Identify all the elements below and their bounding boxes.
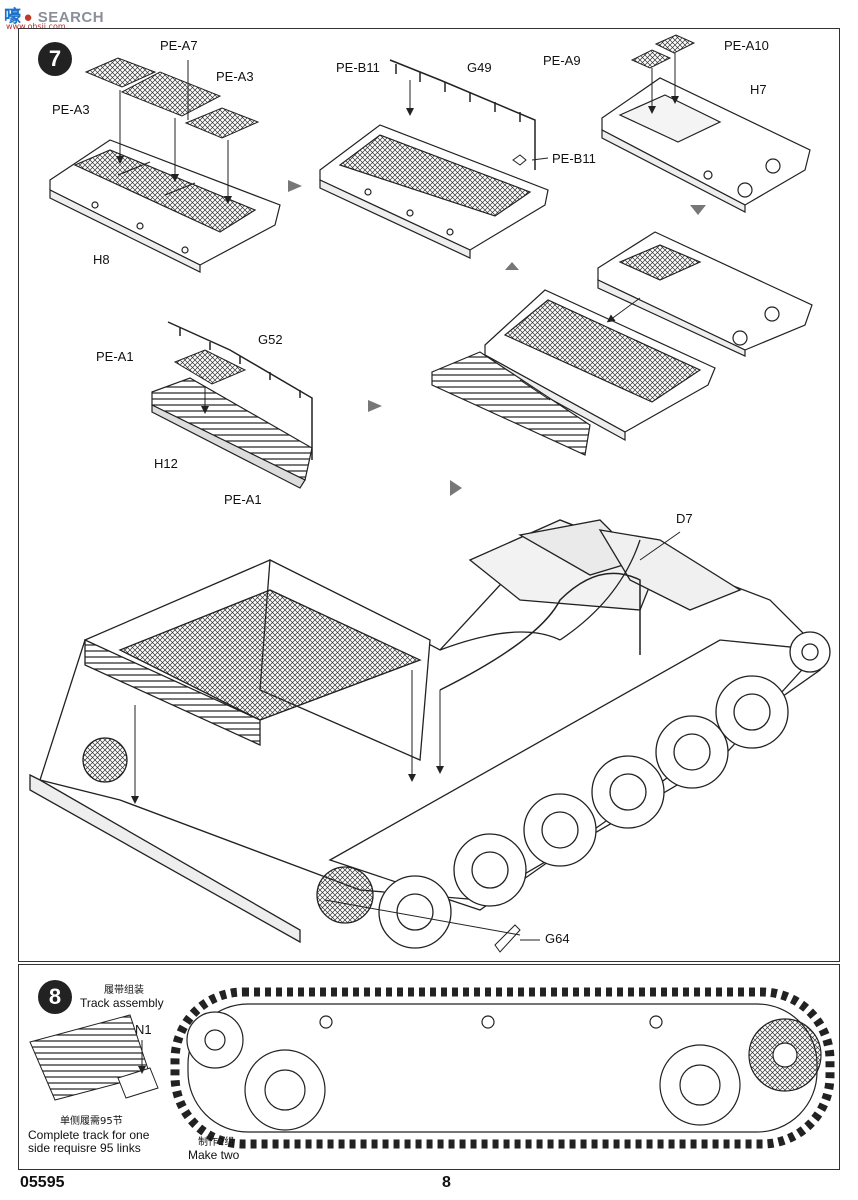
pe-a1-mesh-top <box>173 349 247 385</box>
step-8-panel <box>18 964 840 1170</box>
track-wheels <box>186 1011 822 1131</box>
label-d7: D7 <box>676 511 693 526</box>
label-g64: G64 <box>545 931 570 946</box>
label-pe-a1-top: PE-A1 <box>96 349 134 364</box>
label-n1: N1 <box>135 1022 152 1037</box>
watermark-logo: 嚎● SEARCH <box>4 7 105 26</box>
pe-b11-bracket <box>512 154 527 166</box>
label-pe-b11-right: PE-B11 <box>552 151 596 166</box>
pe-a10-mesh <box>654 34 696 54</box>
label-pe-a3-left: PE-A3 <box>52 102 90 117</box>
combined-deck-assembly <box>431 231 813 456</box>
label-pe-a10: PE-A10 <box>724 38 769 53</box>
label-h12: H12 <box>154 456 178 471</box>
step-8-number: 8 <box>38 980 72 1014</box>
page-number: 8 <box>442 1174 451 1191</box>
make-two-en: Make two <box>188 1148 240 1162</box>
h12-grille-part <box>151 377 313 489</box>
g64-part <box>494 924 521 953</box>
track-title-cn: 履带组装 <box>104 985 144 996</box>
step-7-number: 7 <box>38 42 72 76</box>
g52-rail <box>167 321 313 460</box>
track-links-small <box>29 1014 159 1101</box>
track-note-cn: 单侧履需95节 <box>60 1116 123 1127</box>
label-pe-a3-right: PE-A3 <box>216 69 254 84</box>
pe-a9-mesh <box>630 49 672 69</box>
d7-rail <box>439 572 641 691</box>
g49-deck-part <box>319 124 549 259</box>
track-title-en: Track assembly <box>80 996 164 1010</box>
track-note-en-1: Complete track for one <box>28 1128 150 1142</box>
label-pe-b11-top: PE-B11 <box>336 60 380 75</box>
track-note-en-2: side requisre 95 links <box>28 1141 141 1155</box>
road-wheels <box>82 631 831 949</box>
make-two-cn: 制作2组 <box>198 1137 235 1148</box>
label-g49: G49 <box>467 60 492 75</box>
label-g52: G52 <box>258 332 283 347</box>
h8-deck-part <box>49 139 281 273</box>
g49-rail <box>389 59 536 170</box>
label-pe-a9: PE-A9 <box>543 53 581 68</box>
pe-a3-mesh-left <box>84 57 157 88</box>
label-h7: H7 <box>750 82 767 97</box>
pe-a3-mesh-right <box>184 107 260 139</box>
label-pe-a7: PE-A7 <box>160 38 198 53</box>
h7-deck-part <box>601 77 811 213</box>
label-pe-a1-bottom: PE-A1 <box>224 492 262 507</box>
watermark-url: www.ohsii.com <box>6 22 66 31</box>
pe-a7-mesh <box>120 71 222 117</box>
label-h8: H8 <box>93 252 110 267</box>
product-code: 05595 <box>20 1174 65 1191</box>
